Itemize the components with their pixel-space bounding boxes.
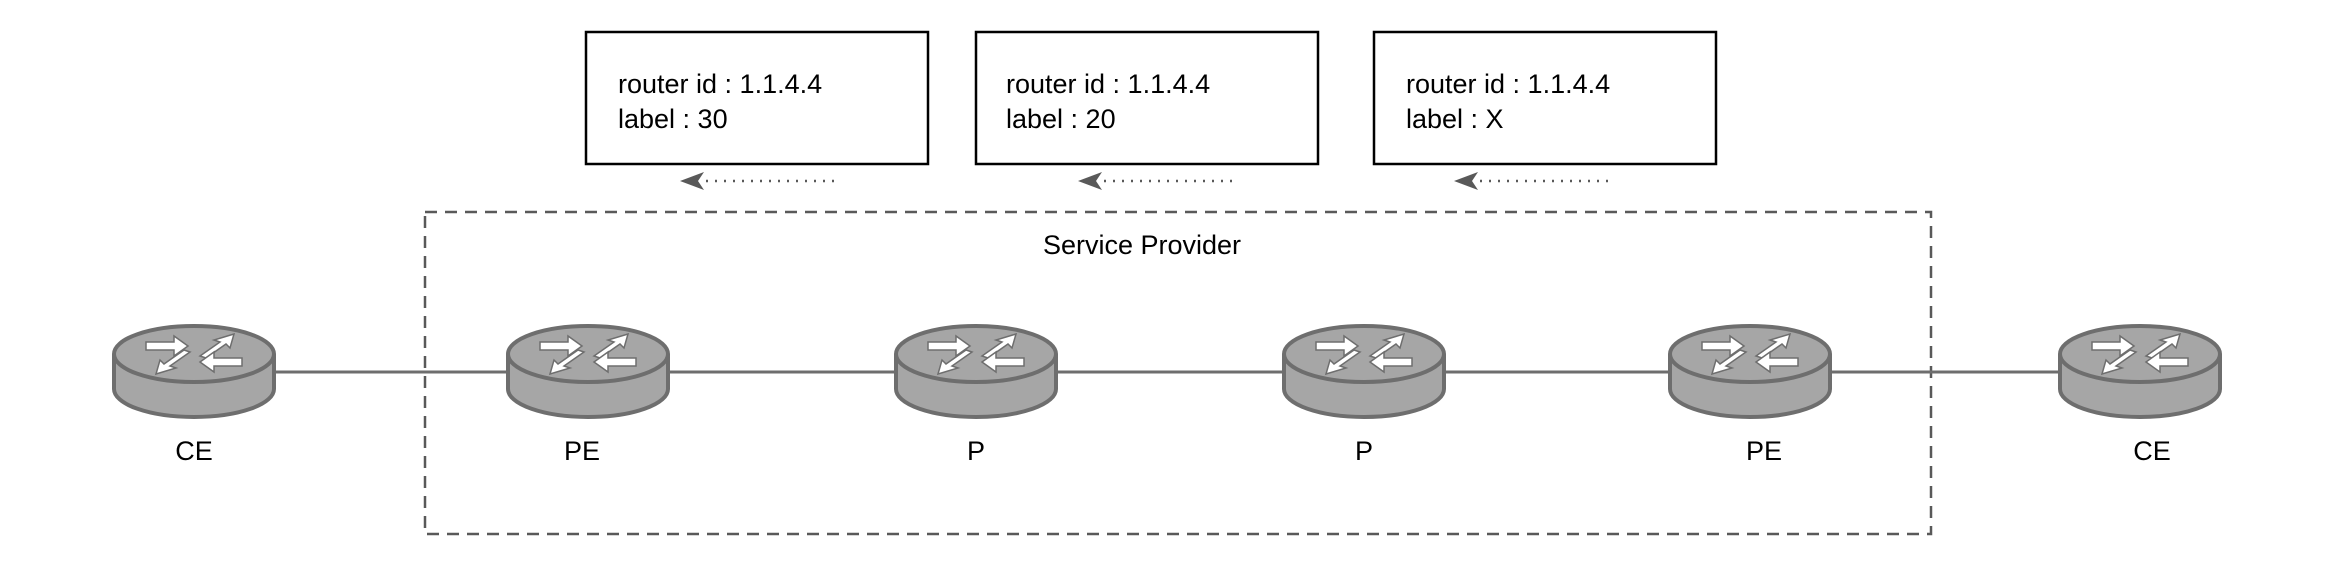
region-label: Service Provider: [1043, 230, 1241, 260]
dotted-arrow-3: [1454, 172, 1612, 190]
router-pe-right: PE: [1668, 324, 1832, 466]
router-ce-right: CE: [2058, 324, 2222, 466]
label-text: label : X: [1406, 104, 1504, 134]
router-ce-left: CE: [112, 324, 276, 466]
dotted-arrow-2: [1078, 172, 1236, 190]
node-label: PE: [1746, 436, 1782, 466]
router-id-text: router id : 1.1.4.4: [1006, 69, 1210, 99]
label-text: label : 30: [618, 104, 728, 134]
router-icon: [112, 324, 276, 419]
node-label: CE: [2133, 436, 2171, 466]
router-icon: [2058, 324, 2222, 419]
label-box-1: router id : 1.1.4.4 label : 30: [584, 30, 930, 166]
dotted-arrow-1: [680, 172, 838, 190]
router-icon: [1282, 324, 1446, 419]
router-icon: [506, 324, 670, 419]
node-label: P: [967, 436, 985, 466]
node-label: P: [1355, 436, 1373, 466]
label-box-2: router id : 1.1.4.4 label : 20: [974, 30, 1320, 166]
label-box-3: router id : 1.1.4.4 label : X: [1372, 30, 1718, 166]
router-p-right: P: [1282, 324, 1446, 466]
label-text: label : 20: [1006, 104, 1116, 134]
router-id-text: router id : 1.1.4.4: [618, 69, 822, 99]
node-label: CE: [175, 436, 213, 466]
router-id-text: router id : 1.1.4.4: [1406, 69, 1610, 99]
router-p-left: P: [894, 324, 1058, 466]
router-pe-left: PE: [506, 324, 670, 466]
router-icon: [1668, 324, 1832, 419]
node-label: PE: [564, 436, 600, 466]
router-icon: [894, 324, 1058, 419]
